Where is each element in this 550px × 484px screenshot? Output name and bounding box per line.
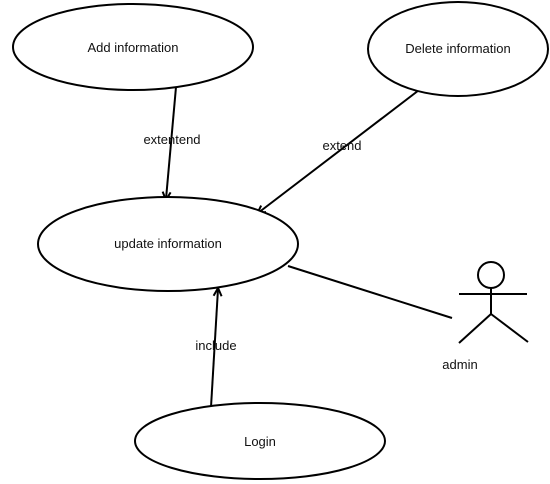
actor-admin[interactable]: admin <box>442 261 529 372</box>
include-arrow-login <box>210 289 218 408</box>
extend-arrow-delete <box>258 86 424 213</box>
actor-label: admin <box>442 357 477 372</box>
actor-left-leg <box>458 313 492 344</box>
relation-label-login: include <box>195 338 236 353</box>
actor-right-leg <box>490 313 529 343</box>
use-case-delete-information[interactable]: Delete information <box>367 1 549 97</box>
use-case-update-information[interactable]: update information <box>37 196 299 292</box>
relation-label-delete: extend <box>322 138 361 153</box>
extend-arrow-add <box>166 86 177 199</box>
use-case-label: Delete information <box>405 41 511 56</box>
association-line-admin <box>287 265 453 319</box>
use-case-label: Login <box>244 434 276 449</box>
use-case-label: Add information <box>87 40 178 55</box>
relation-label-add: extentend <box>143 132 200 147</box>
actor-head <box>477 261 505 289</box>
use-case-label: update information <box>114 236 222 251</box>
use-case-add-information[interactable]: Add information <box>12 3 254 91</box>
use-case-login[interactable]: Login <box>134 402 386 480</box>
